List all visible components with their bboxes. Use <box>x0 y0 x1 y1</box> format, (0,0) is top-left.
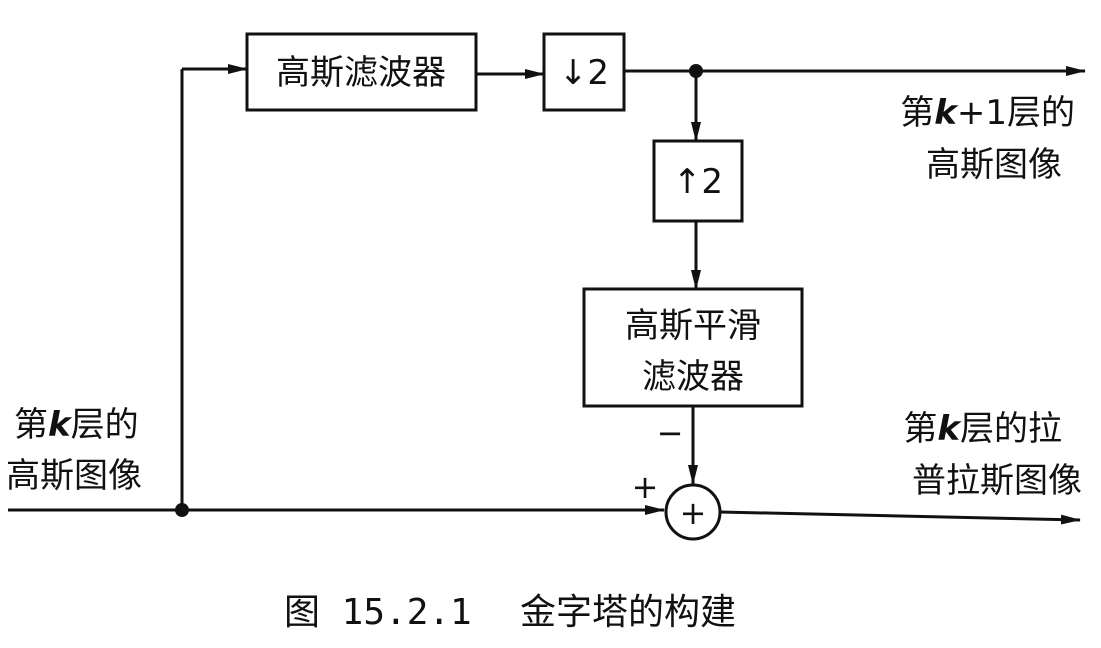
input-junction-dot <box>175 503 189 517</box>
output-laplace-label-line1: 第k层的拉 <box>903 409 1062 449</box>
downsample-block: ↓2 <box>542 32 626 112</box>
figure-caption: 图 15.2.1 金字塔的构建 <box>284 592 736 633</box>
input-label-line1: 第k层的 <box>14 405 139 445</box>
output-laplace-label-line2: 普拉斯图像 <box>912 461 1082 501</box>
gauss-filter-block: 高斯滤波器 <box>245 32 478 112</box>
minus-sign-label: − <box>657 414 684 452</box>
summer-plus-icon: + <box>680 494 707 532</box>
output-gauss-label: 第k+1层的 高斯图像 <box>900 93 1075 185</box>
laplace-output-line <box>719 510 1081 525</box>
summing-junction: + <box>664 483 722 541</box>
input-label: 第k层的 高斯图像 <box>6 405 142 496</box>
input-label-line2: 高斯图像 <box>6 456 142 496</box>
upsample-block: ↑2 <box>652 139 744 223</box>
gauss-filter-label: 高斯滤波器 <box>276 53 446 93</box>
output-gauss-label-line1: 第k+1层的 <box>900 93 1075 133</box>
figure-title: 金字塔的构建 <box>520 592 736 633</box>
smoothing-filter-label-line1: 高斯平滑 <box>625 306 761 346</box>
output-junction-dot <box>689 64 703 78</box>
figure-number: 图 15.2.1 <box>284 592 472 633</box>
upsample-label: ↑2 <box>673 162 723 202</box>
plus-sign-label: + <box>632 468 659 506</box>
smoothing-filter-block: 高斯平滑 滤波器 <box>582 287 804 408</box>
smoothing-filter-label-line2: 滤波器 <box>642 357 744 397</box>
output-gauss-label-line2: 高斯图像 <box>926 145 1062 185</box>
downsample-label: ↓2 <box>559 53 609 93</box>
output-laplace-label: 第k层的拉 普拉斯图像 <box>903 409 1082 501</box>
